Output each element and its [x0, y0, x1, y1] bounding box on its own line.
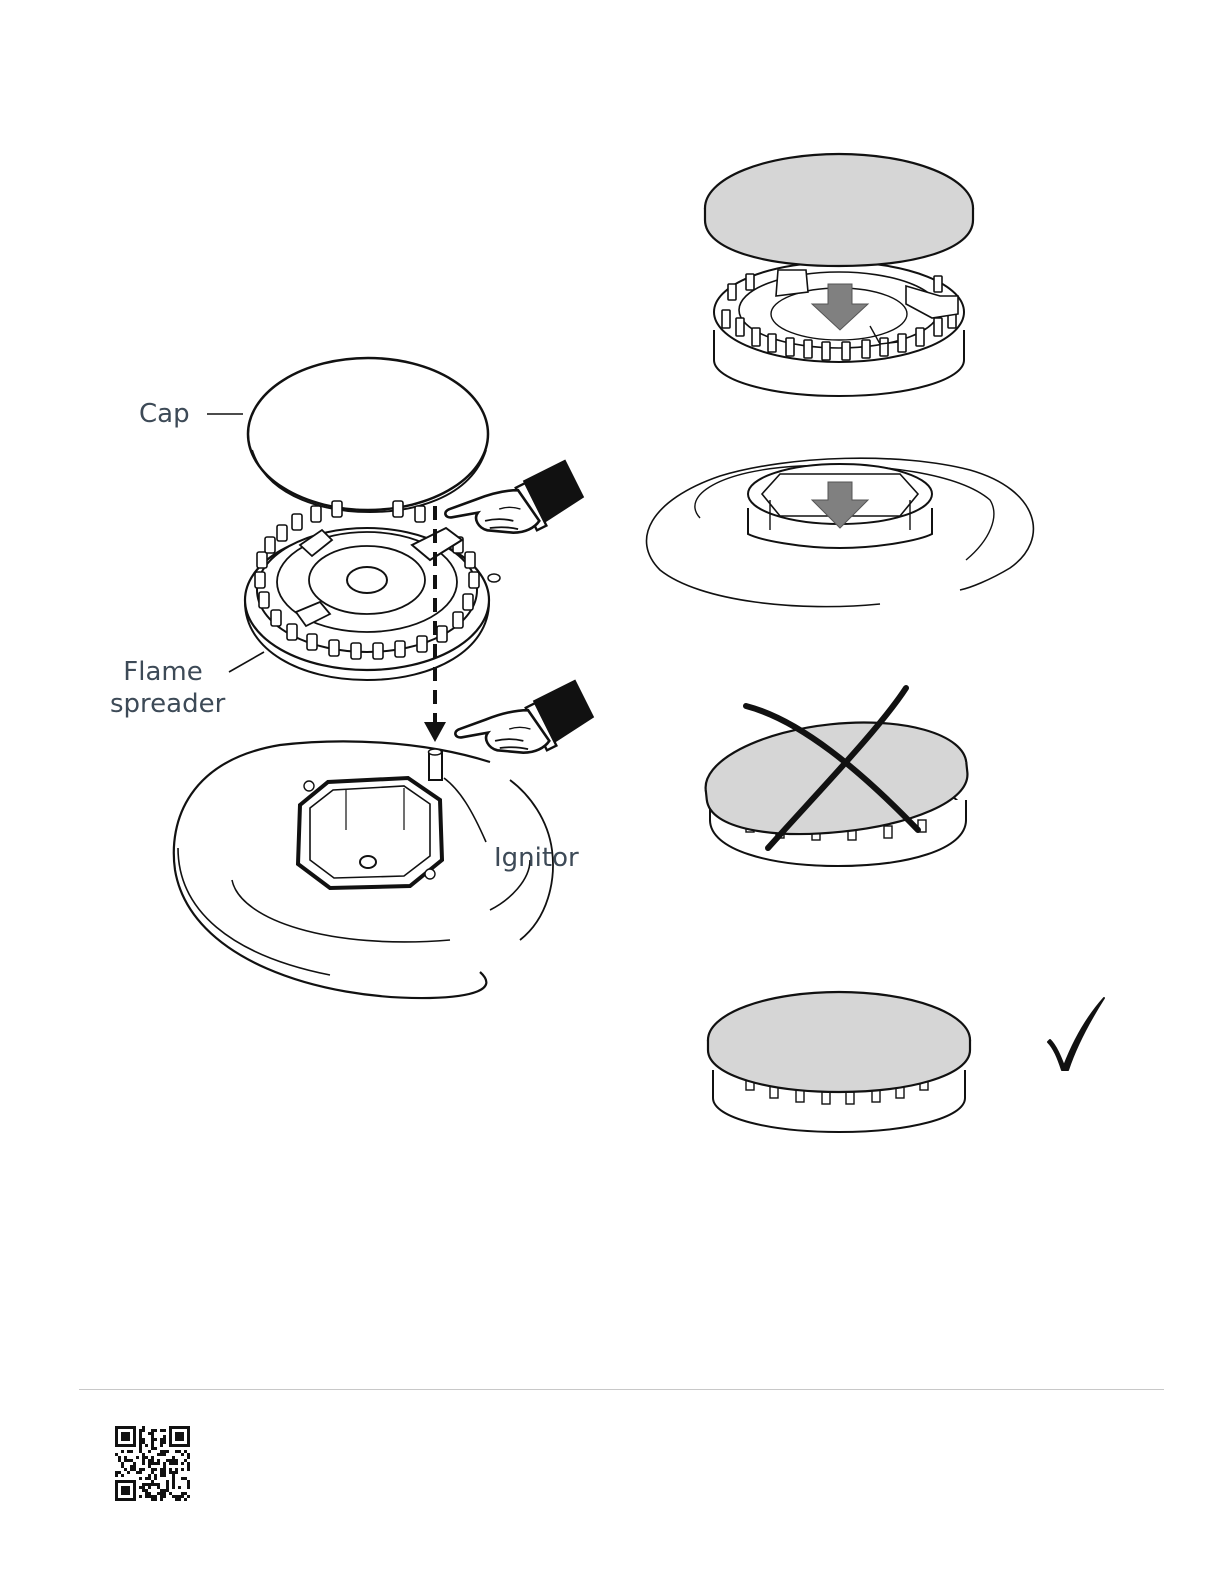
step-cap-onto-spreader — [705, 154, 973, 396]
exploded-view — [174, 358, 594, 998]
footer-divider — [79, 1389, 1164, 1390]
step-spreader-onto-base — [647, 458, 1034, 606]
cap-label: Cap — [139, 398, 190, 430]
ignitor-leader-line — [444, 778, 486, 842]
flame-spreader-label: Flame spreader — [110, 656, 216, 720]
ignitor-label: Ignitor — [494, 842, 579, 874]
check-mark-icon — [1048, 998, 1104, 1070]
flame-spreader-illustration — [245, 501, 500, 680]
flame-spreader-leader-line — [229, 652, 264, 672]
pointing-hand-icon — [455, 680, 594, 753]
cap-illustration — [248, 358, 488, 512]
qr-code — [115, 1426, 190, 1501]
correct-placement — [708, 992, 1104, 1132]
incorrect-placement — [700, 688, 972, 866]
